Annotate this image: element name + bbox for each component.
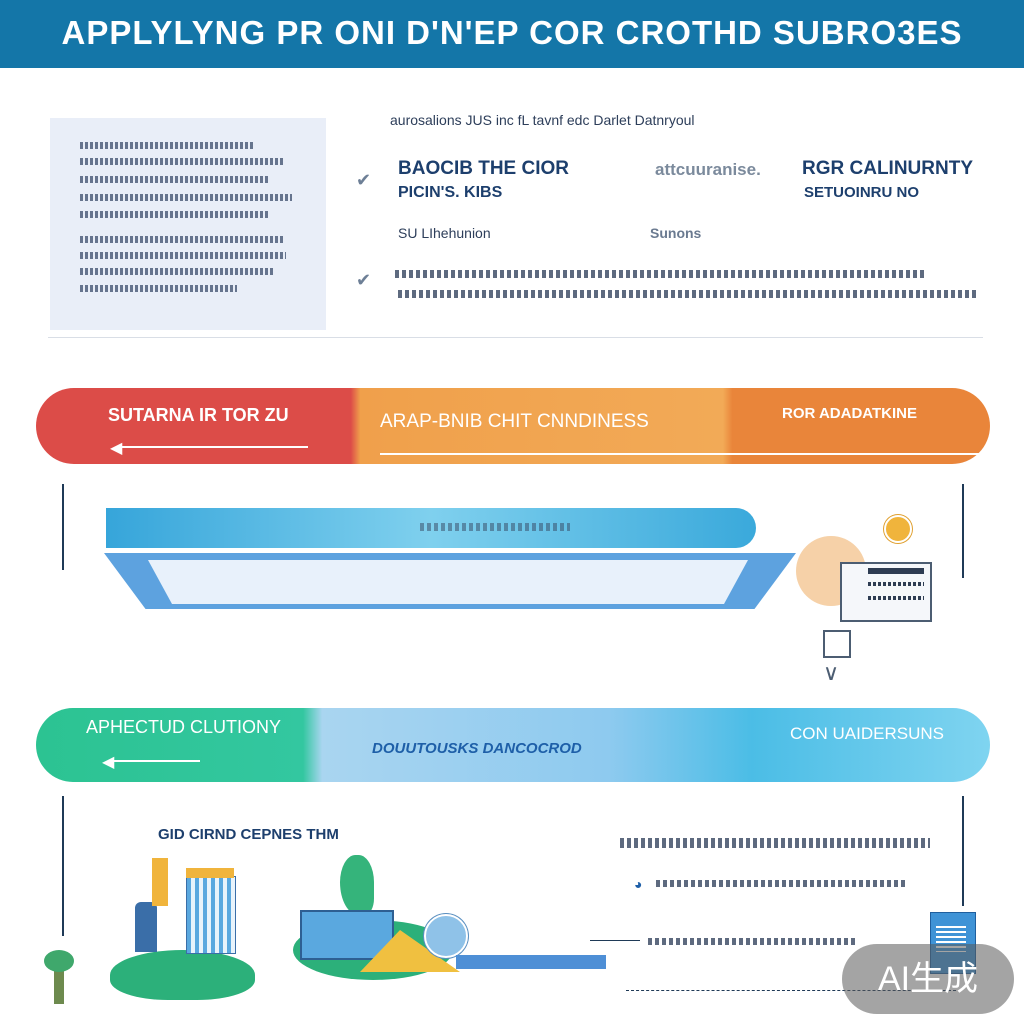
bar-text <box>420 523 570 531</box>
col2-title: attcuuranise. <box>655 160 761 179</box>
building-illustration <box>300 910 394 960</box>
bullet-icon: ◕ <box>634 876 643 892</box>
checkmark-icon: ✔ <box>356 270 372 290</box>
top-right-heading: aurosalions JUS inc fL tavnf edc Darlet … <box>390 112 695 128</box>
device-line <box>868 568 924 574</box>
chevron-down-icon: ∨ <box>823 660 840 685</box>
header-banner <box>0 0 1024 68</box>
tree-illustration <box>54 960 64 1004</box>
tree-illustration <box>340 855 374 915</box>
section-divider <box>48 337 983 338</box>
bottom-right-heading <box>620 838 930 848</box>
col3-title-line2: SETUOINRU NO <box>804 184 920 201</box>
sub-label-2: Sunons <box>650 225 702 241</box>
arrow-left-icon: ◀ <box>102 754 115 771</box>
band1-center-label: ARAP-BNIB CHIT CNNDINESS <box>380 411 649 432</box>
connector-line <box>962 796 964 906</box>
bottom-text-line <box>648 938 858 945</box>
text-line <box>80 211 270 218</box>
band2-right-label: CON UAIDERSUNS <box>790 724 944 743</box>
arrow-line <box>110 760 200 762</box>
tree-illustration <box>44 950 74 972</box>
progress-bar-inner <box>148 560 748 604</box>
building-illustration <box>135 902 157 952</box>
island-illustration <box>110 950 255 1000</box>
checkmark-icon: ✔ <box>356 170 372 190</box>
text-line <box>80 194 292 201</box>
text-line <box>80 142 255 149</box>
text-line <box>80 176 270 183</box>
band1-right-label: ROR ADADATKINE <box>782 405 917 422</box>
arrow-line <box>380 453 980 455</box>
text-line <box>80 236 285 243</box>
bar <box>456 955 606 969</box>
col1-title-line2: PICIN'S. KIBS <box>398 184 503 201</box>
arrow-line <box>118 446 308 448</box>
ai-watermark: AI生成 <box>842 944 1014 1014</box>
text-line <box>80 268 275 275</box>
band-2 <box>36 708 990 782</box>
text-line <box>80 285 237 292</box>
building-roof <box>186 868 234 878</box>
band2-left-label: APHECTUD CLUTIONY <box>86 717 282 737</box>
col1-title-line1: BAOCIB THE CIOR <box>398 158 569 179</box>
arrow-left-icon: ◀ <box>110 440 123 457</box>
sub-label-1: SU LIhehunion <box>398 225 491 241</box>
connector-line <box>962 484 964 578</box>
text-line <box>395 270 925 278</box>
building-illustration <box>152 858 168 906</box>
col3-title-line1: RGR CALINURNTY <box>802 158 973 179</box>
band-1 <box>36 388 990 464</box>
bottom-left-title: GID CIRND CEPNES THM <box>158 826 339 843</box>
device-line <box>868 596 924 600</box>
bottom-right-line <box>656 880 908 887</box>
building-illustration <box>186 876 236 954</box>
band2-center-label: DOUUTOUSKS DANCOCROD <box>372 740 582 757</box>
band1-left-label: SUTARNA IR TOR ZU <box>108 405 289 425</box>
connector-line <box>62 796 64 936</box>
dashed-line <box>626 990 956 992</box>
text-line <box>80 158 284 165</box>
arrow-line <box>590 940 640 941</box>
device-line <box>868 582 924 586</box>
globe-icon <box>424 914 468 958</box>
connector-line <box>62 484 64 570</box>
text-card <box>50 118 326 330</box>
box-icon <box>823 630 851 658</box>
bulb-icon <box>884 515 912 543</box>
text-line <box>398 290 978 298</box>
page-title: APPLYLYNG PR ONI D'N'EP COR CROTHD SUBRO… <box>61 14 963 51</box>
text-line <box>80 252 286 259</box>
